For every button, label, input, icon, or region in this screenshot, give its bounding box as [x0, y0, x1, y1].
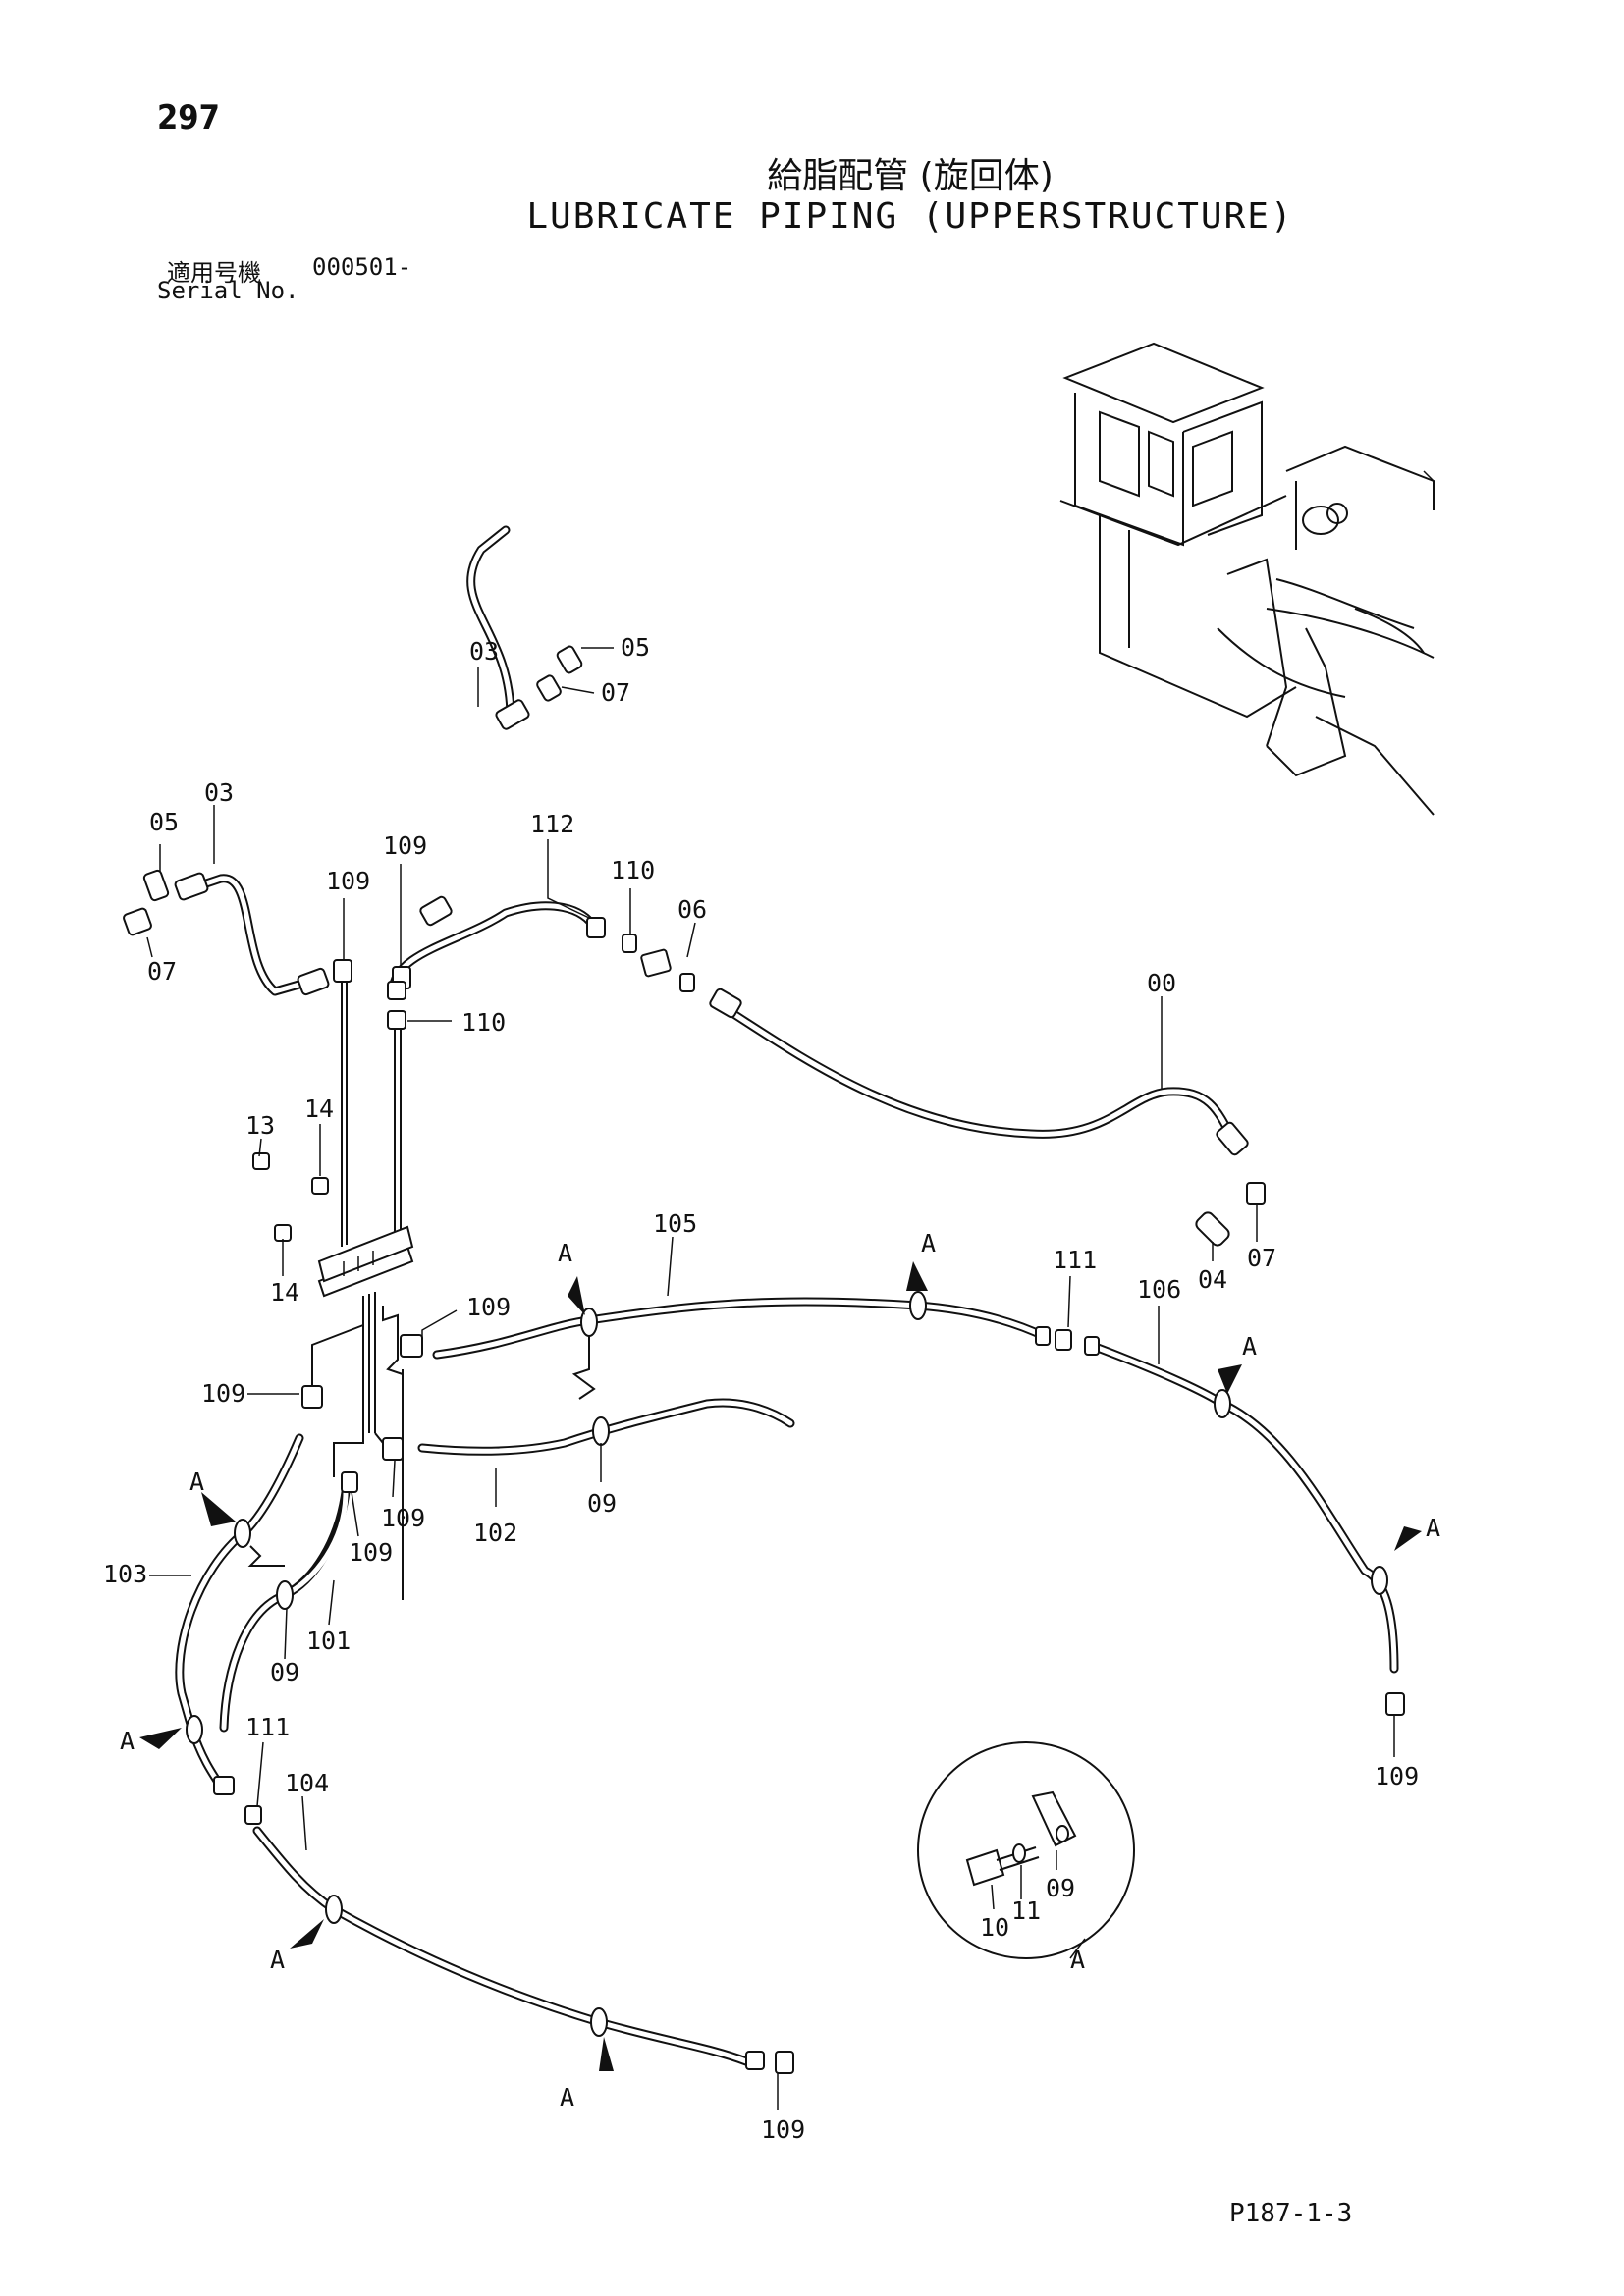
clamp-markers — [186, 1291, 1388, 2037]
pipe-112 — [388, 901, 599, 996]
callout-109-f: 109 — [349, 1538, 393, 1567]
callout-103: 103 — [103, 1560, 147, 1588]
callout-a-5: A — [189, 1468, 204, 1496]
detail-callout-09: 09 — [1046, 1874, 1075, 1902]
callout-109-b: 109 — [383, 831, 427, 860]
callout-105: 105 — [653, 1209, 697, 1238]
callout-111-a: 111 — [1053, 1246, 1097, 1274]
serial-label-japanese: 適用号機 — [167, 259, 261, 287]
callout-109-g: 109 — [761, 2115, 805, 2144]
callout-14-b: 14 — [270, 1278, 299, 1307]
detail-a-view — [917, 1741, 1135, 1959]
distribution-block — [311, 982, 414, 1600]
callout-05-left: 05 — [149, 808, 179, 836]
page-reference: P187-1-3 — [1229, 2199, 1353, 2228]
callout-05-top: 05 — [621, 633, 650, 662]
callout-110-a: 110 — [611, 856, 655, 884]
page-number: 297 — [157, 98, 220, 137]
pipe-03-left — [187, 874, 314, 996]
fittings — [123, 645, 1405, 2074]
callout-101: 101 — [306, 1627, 351, 1655]
callout-a-1: A — [558, 1239, 572, 1267]
pipe-105 — [432, 1297, 1051, 1360]
callout-07-right: 07 — [1247, 1244, 1276, 1272]
callout-109-h: 109 — [1375, 1762, 1419, 1790]
callout-109-d: 109 — [201, 1379, 245, 1408]
callout-07-top: 07 — [601, 678, 630, 707]
serial-label-english: Serial No. — [157, 277, 299, 304]
callout-110-b: 110 — [461, 1008, 506, 1037]
view-a-arrows — [139, 1261, 1422, 2071]
callout-a-8: A — [560, 2083, 574, 2111]
callout-09-a: 09 — [587, 1489, 617, 1518]
callout-112: 112 — [530, 810, 574, 838]
title-english: LUBRICATE PIPING (UPPERSTRUCTURE) — [526, 196, 1294, 237]
callout-03-left: 03 — [204, 778, 234, 807]
callout-a-2: A — [921, 1229, 936, 1257]
callout-04: 04 — [1198, 1265, 1227, 1294]
callout-a-3: A — [1242, 1332, 1257, 1361]
title-japanese: 給脂配管 (旋回体) — [767, 156, 1054, 196]
detail-callout-a: A — [1070, 1946, 1085, 1974]
machine-location-sketch — [1059, 342, 1435, 816]
detail-callout-10: 10 — [980, 1913, 1009, 1942]
pipe-03-upper — [466, 525, 515, 721]
leader-lines — [146, 647, 1395, 2110]
serial-number-value: 000501- — [312, 253, 412, 281]
callout-03-top: 03 — [469, 637, 499, 666]
callout-00: 00 — [1147, 969, 1176, 997]
callout-14-a: 14 — [304, 1095, 334, 1123]
pipe-106 — [1085, 1340, 1399, 1674]
callout-109-c: 109 — [466, 1293, 511, 1321]
pipe-103 — [175, 1433, 304, 1791]
callout-a-4: A — [1426, 1514, 1440, 1542]
callout-06: 06 — [677, 895, 707, 924]
callout-07-left: 07 — [147, 957, 177, 986]
callout-109-e: 109 — [381, 1504, 425, 1532]
callout-106: 106 — [1137, 1275, 1181, 1304]
callout-09-b: 09 — [270, 1658, 299, 1686]
callout-a-6: A — [120, 1727, 135, 1755]
pipe-102 — [417, 1398, 795, 1456]
detail-callout-11: 11 — [1011, 1896, 1041, 1925]
pipe-104 — [252, 1826, 751, 2066]
hose-00 — [717, 1001, 1237, 1144]
callout-111-b: 111 — [245, 1713, 290, 1741]
callout-104: 104 — [285, 1769, 329, 1797]
callout-109-a: 109 — [326, 867, 370, 895]
callout-102: 102 — [473, 1519, 517, 1547]
callout-13: 13 — [245, 1111, 275, 1140]
callout-a-7: A — [270, 1946, 285, 1974]
